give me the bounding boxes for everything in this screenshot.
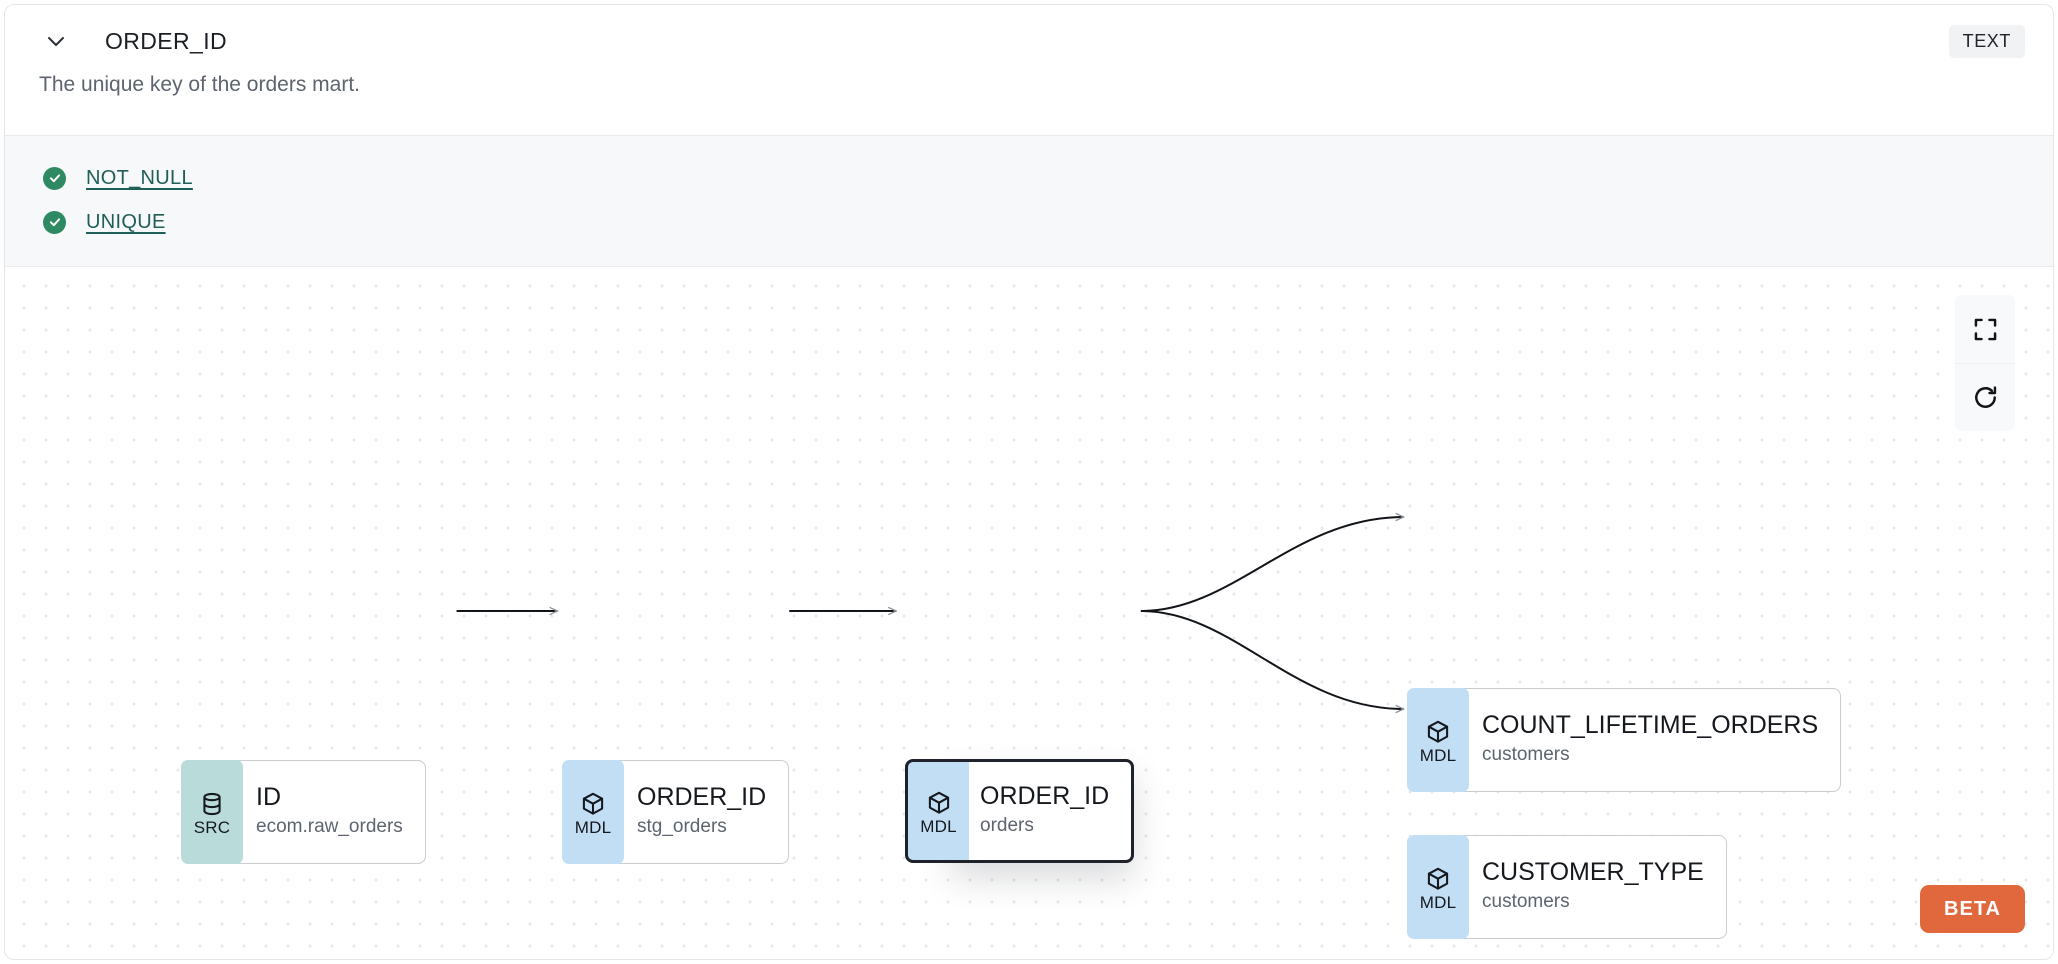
cube-icon [1427, 867, 1449, 890]
node-body: ORDER_ID orders [951, 759, 1135, 863]
beta-badge[interactable]: BETA [1920, 885, 2025, 933]
node-column-name: ORDER_ID [637, 782, 767, 811]
node-column-name: ORDER_ID [980, 781, 1110, 810]
chevron-down-icon[interactable] [39, 24, 73, 58]
node-source-name: customers [1482, 744, 1570, 766]
check-circle-icon [43, 166, 66, 190]
fit-view-button[interactable] [1955, 295, 2015, 363]
lineage-node-src-id[interactable]: SRC ID ecom.raw_orders [181, 760, 426, 864]
edge-orders-to-customer-type [1140, 610, 1404, 709]
lineage-edges [456, 267, 2053, 959]
node-source-name: orders [980, 815, 1034, 837]
cube-icon [1427, 720, 1449, 743]
refresh-button[interactable] [1955, 363, 2015, 431]
node-body: CUSTOMER_TYPE customers [1455, 835, 1727, 939]
node-badge-label: MDL [574, 817, 612, 837]
node-body: ORDER_ID stg_orders [610, 760, 790, 864]
node-badge-label: SRC [193, 817, 231, 837]
tests-section: NOT_NULL UNIQUE [5, 135, 2053, 267]
database-icon [203, 792, 221, 815]
test-link-not-null[interactable]: NOT_NULL [86, 166, 193, 189]
node-body: ID ecom.raw_orders [229, 760, 426, 864]
check-circle-icon [43, 210, 66, 234]
lineage-node-orders-order-id[interactable]: MDL ORDER_ID orders [905, 759, 1135, 863]
node-source-name: ecom.raw_orders [256, 816, 403, 838]
lineage-node-stg-order-id[interactable]: MDL ORDER_ID stg_orders [562, 760, 790, 864]
node-source-name: customers [1482, 891, 1570, 913]
node-column-name: ID [256, 782, 281, 811]
lineage-node-customer-type[interactable]: MDL CUSTOMER_TYPE customers [1407, 835, 1727, 939]
node-badge-label: MDL [1419, 892, 1457, 912]
fullscreen-icon [1974, 318, 1996, 340]
canvas-controls [1955, 295, 2015, 431]
test-row: UNIQUE [5, 200, 2053, 244]
refresh-icon [1974, 386, 1996, 408]
edge-orders-to-count-lifetime [1140, 517, 1404, 612]
page-title: ORDER_ID [105, 27, 228, 54]
panel-header: ORDER_ID TEXT The unique key of the orde… [5, 5, 2053, 135]
column-detail-panel: ORDER_ID TEXT The unique key of the orde… [4, 4, 2054, 960]
cube-icon [582, 792, 604, 815]
column-type-badge: TEXT [1948, 24, 2025, 58]
node-type-badge-mdl: MDL [905, 759, 969, 863]
column-description: The unique key of the orders mart. [39, 73, 360, 96]
test-link-unique[interactable]: UNIQUE [86, 210, 166, 233]
lineage-node-count-lifetime-orders[interactable]: MDL COUNT_LIFETIME_ORDERS customers [1407, 688, 1842, 792]
node-type-badge-mdl: MDL [562, 760, 624, 864]
lineage-canvas[interactable]: SRC ID ecom.raw_orders MDL ORDER_ID stg_… [5, 267, 2053, 959]
node-column-name: CUSTOMER_TYPE [1482, 857, 1704, 886]
node-column-name: COUNT_LIFETIME_ORDERS [1482, 710, 1819, 739]
node-type-badge-mdl: MDL [1407, 835, 1469, 939]
node-badge-label: MDL [1419, 745, 1457, 765]
node-type-badge-mdl: MDL [1407, 688, 1469, 792]
node-badge-label: MDL [920, 816, 957, 836]
header-top-row: ORDER_ID TEXT [5, 5, 2053, 77]
node-source-name: stg_orders [637, 816, 727, 838]
node-type-badge-src: SRC [181, 760, 243, 864]
test-row: NOT_NULL [5, 156, 2053, 200]
cube-icon [928, 791, 949, 814]
node-body: COUNT_LIFETIME_ORDERS customers [1455, 688, 1842, 792]
